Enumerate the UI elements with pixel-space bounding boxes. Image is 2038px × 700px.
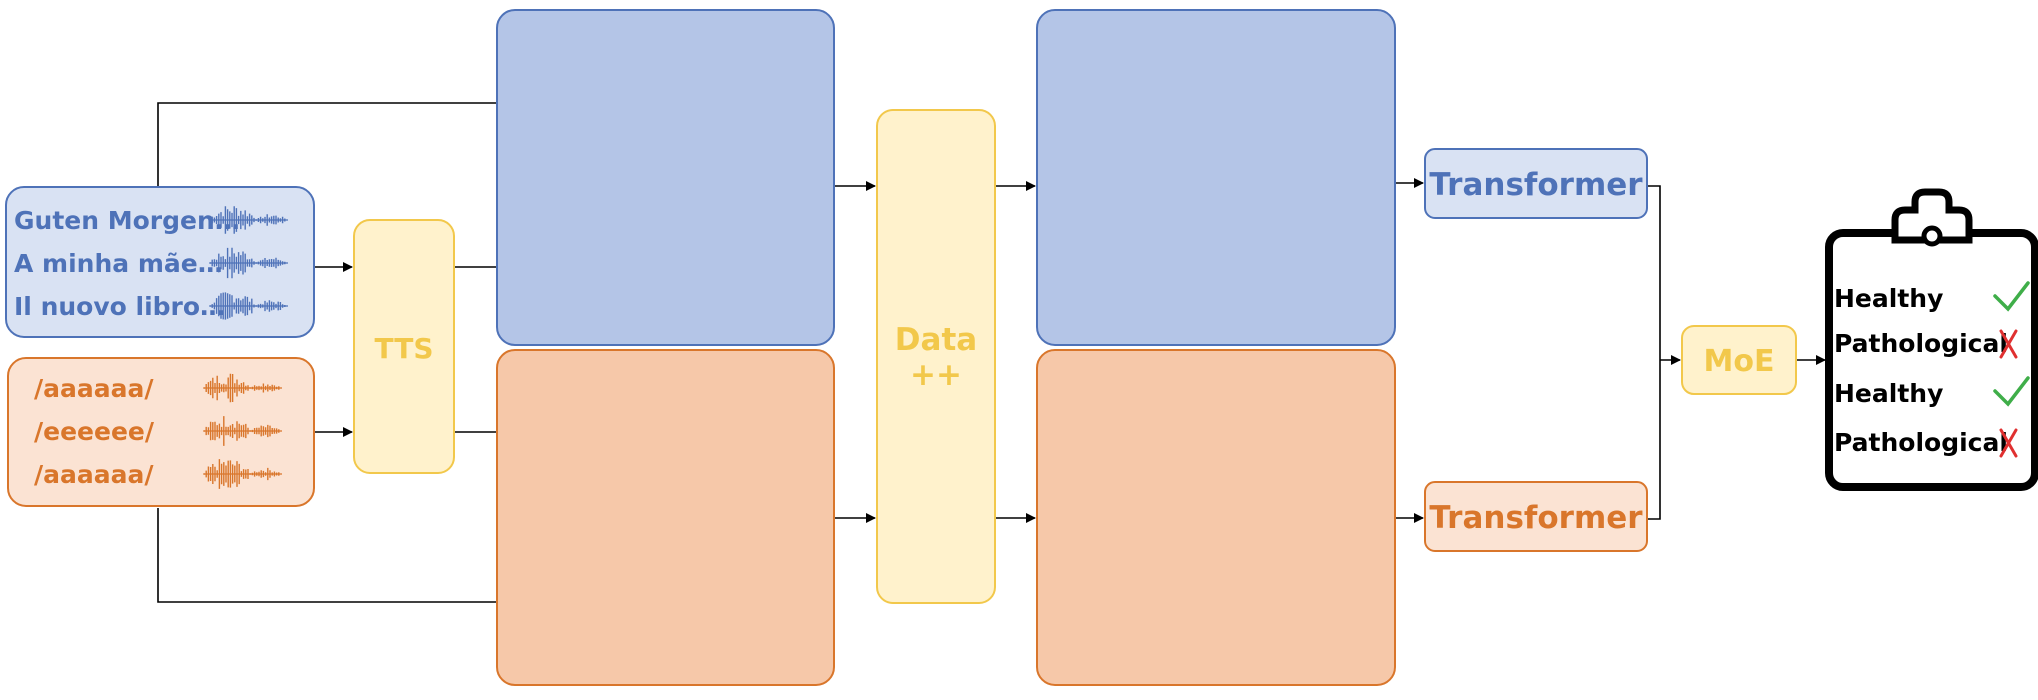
- output-label: Healthy: [1834, 379, 1943, 408]
- check-icon: [1993, 376, 2030, 407]
- transformer-speech-box: [1424, 148, 1648, 219]
- arrow-vowel-bypass: [157, 508, 508, 607]
- input-speech-sample-label: Il nuovo libro…: [14, 292, 225, 321]
- arrow-speech-bypass: [157, 98, 508, 186]
- output-label: Pathological: [1834, 428, 2008, 457]
- input-speech-sample-label: Guten Morgen…: [14, 206, 240, 235]
- data-aug-label-line1: Data: [895, 322, 977, 358]
- waveform-icon: [203, 416, 282, 446]
- waveform-icon: [209, 247, 288, 279]
- input-vowel-sample-label: /eeeeee/: [34, 417, 155, 446]
- waveform-icon: [203, 459, 282, 489]
- transformer-vowel-label: Transformer: [1429, 500, 1643, 536]
- tts-label: TTS: [374, 332, 433, 365]
- output-label: Healthy: [1834, 284, 1943, 313]
- transformer-vowel-box: [1424, 481, 1648, 552]
- output-label: Pathological: [1834, 329, 2008, 358]
- clipboard-clip: [1891, 188, 1973, 244]
- stage2-vowel-outer: [496, 349, 835, 686]
- cross-icon: [1999, 428, 2018, 458]
- check-icon: [1993, 281, 2030, 312]
- stage3-speech-outer: [1036, 9, 1396, 346]
- waveform-icon: [209, 206, 288, 234]
- moe-label: MoE: [1704, 344, 1775, 379]
- input-vowel-group: /aaaaaa/ /eeeeee/ /aaaaaa/: [7, 357, 315, 507]
- data-aug-label-line2: ++: [910, 357, 962, 393]
- waveform-icon: [209, 292, 288, 320]
- clipboard-icon: [1825, 188, 2038, 491]
- tts-box: [353, 219, 455, 474]
- arrow-transformers-to-moe: [1647, 185, 1680, 520]
- transformer-speech-label: Transformer: [1429, 167, 1643, 203]
- input-speech-sample-label: A minha mãe…: [14, 249, 223, 278]
- stage3-vowel-outer: [1036, 349, 1396, 686]
- input-vowel-sample-label: /aaaaaa/: [34, 460, 154, 489]
- connectors: [157, 98, 1826, 607]
- waveform-icon: [203, 373, 282, 403]
- stage2-speech-outer: [496, 9, 835, 346]
- cross-icon: [1999, 329, 2018, 359]
- input-speech-group: Guten Morgen… A minha mãe… Il nuovo libro…: [5, 186, 315, 338]
- input-vowel-sample-label: /aaaaaa/: [34, 374, 154, 403]
- clipboard-clip-hole: [1921, 225, 1943, 247]
- moe-box: [1681, 325, 1797, 395]
- data-augmentation-box: [876, 109, 996, 604]
